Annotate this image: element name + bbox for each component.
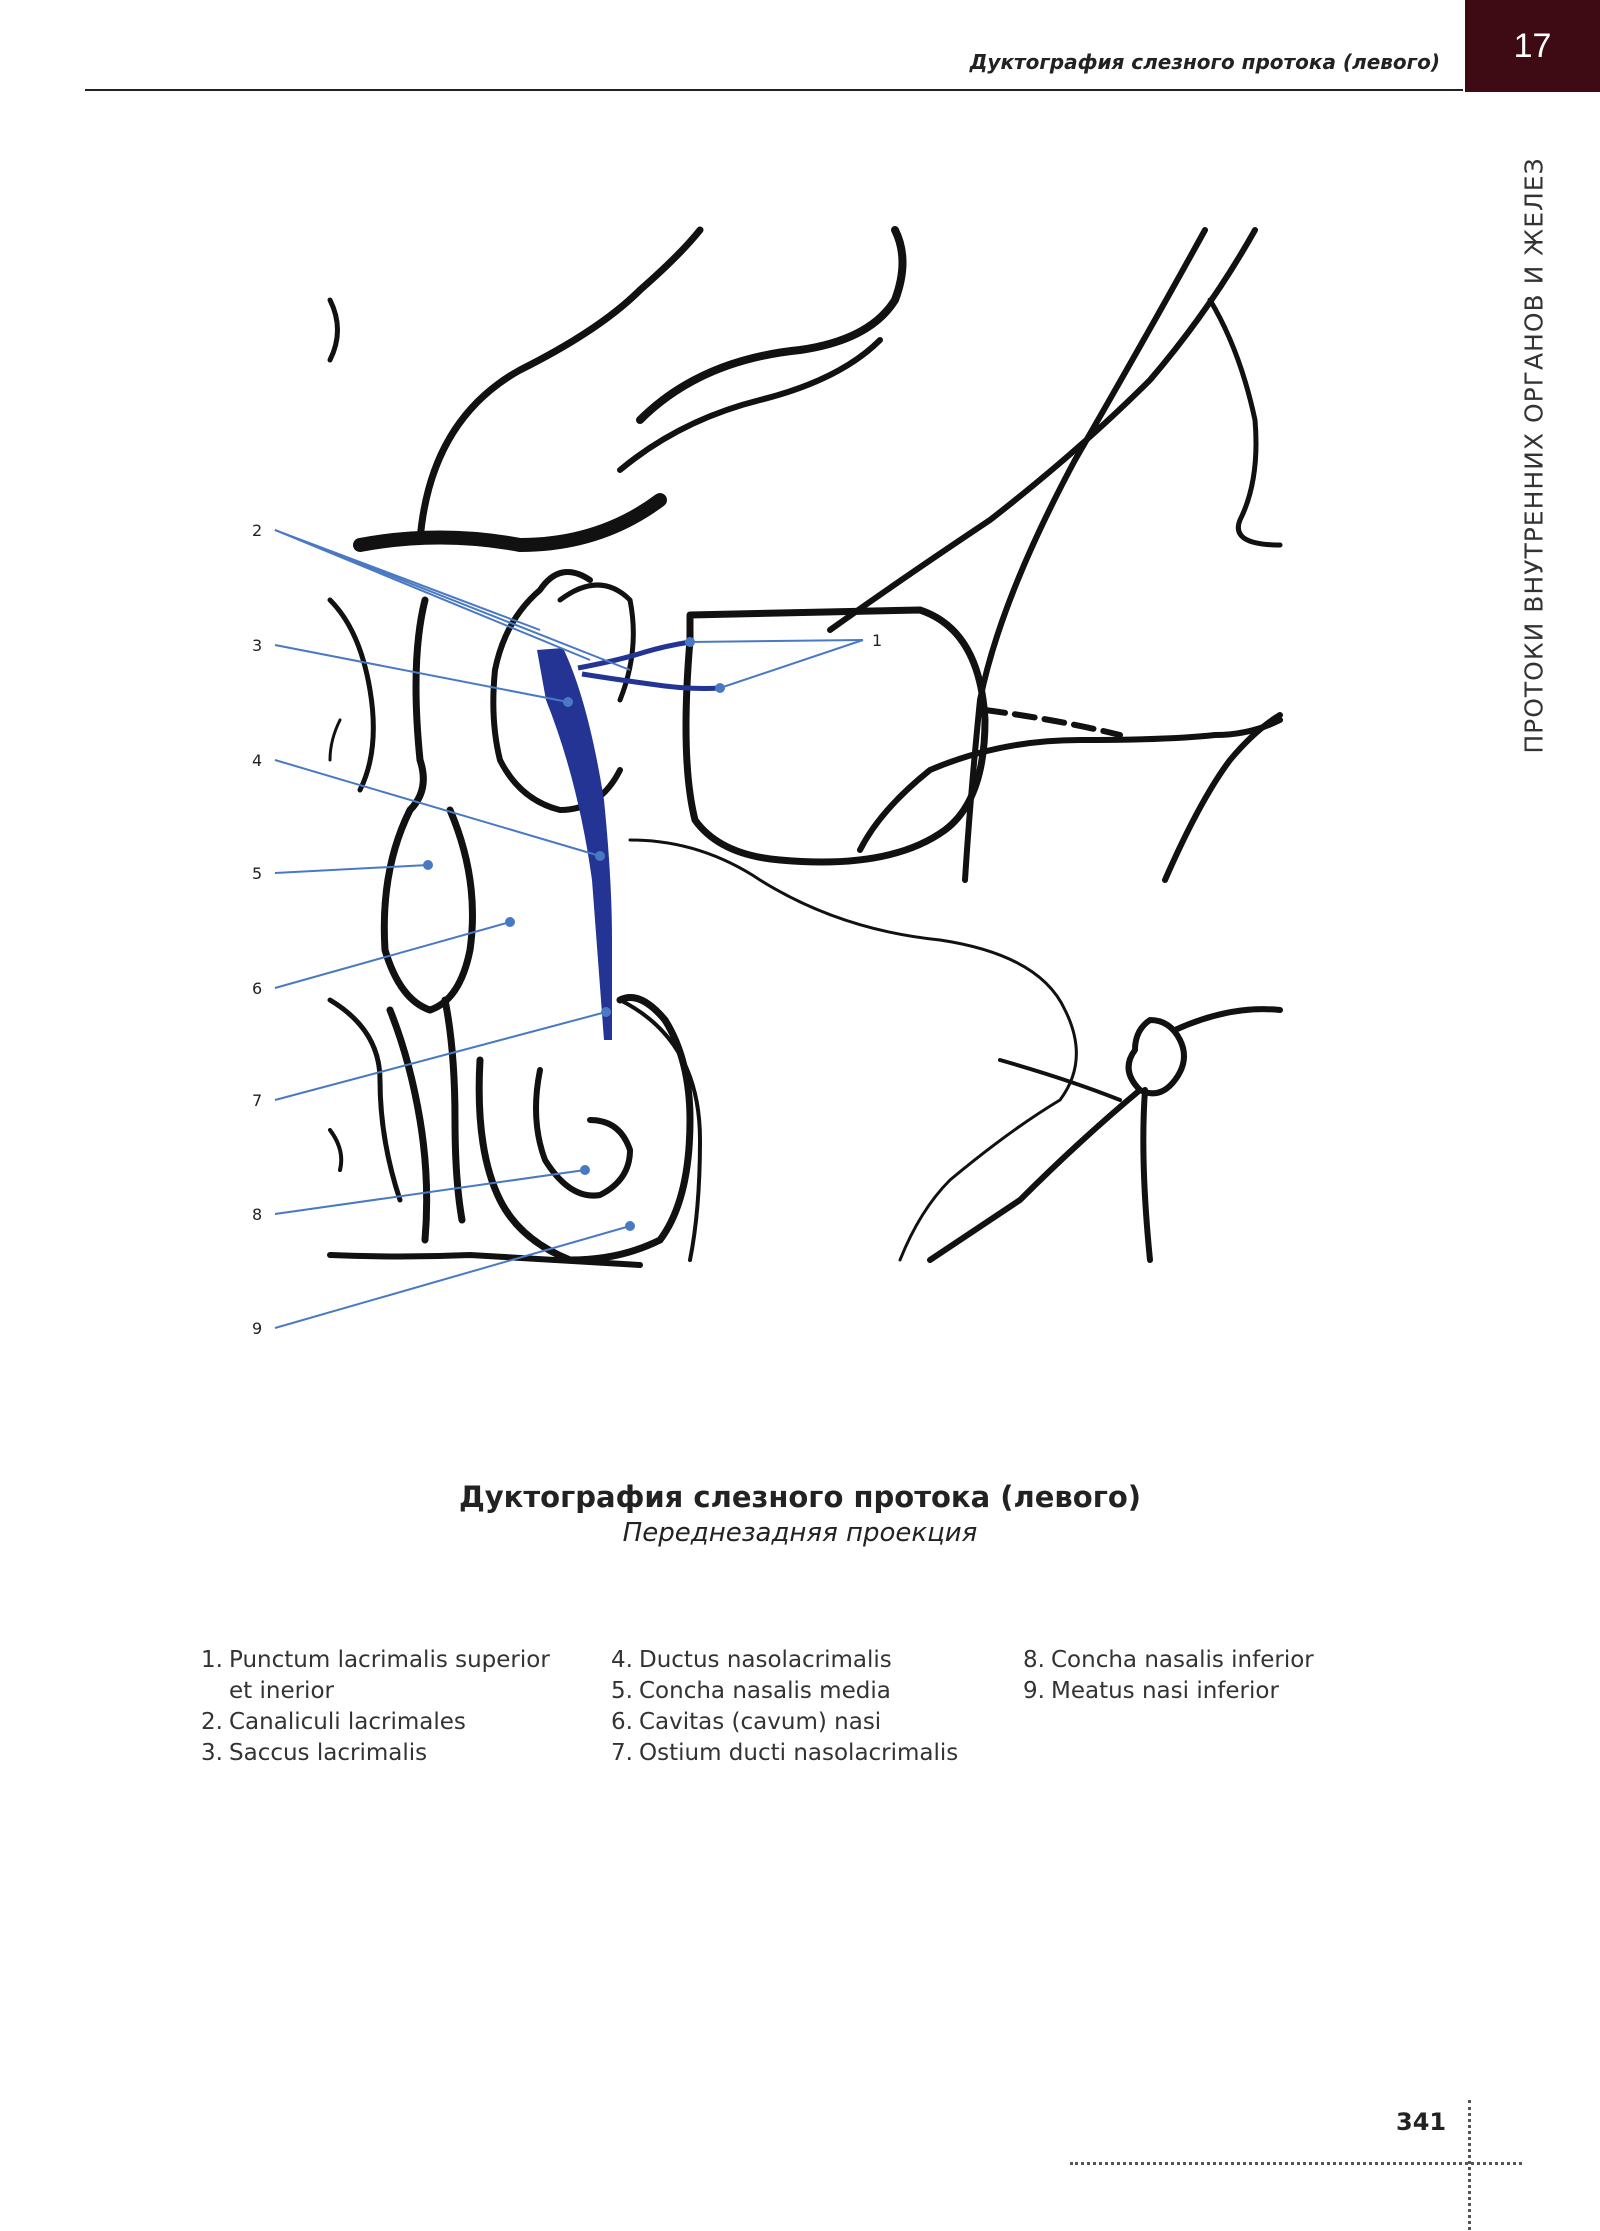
- running-title: Дуктография слезного протока (левого): [969, 50, 1440, 74]
- legend-item: 6.Cavitas (cavum) nasi: [611, 1709, 882, 1735]
- legend-item: 3.Saccus lacrimalis: [201, 1740, 428, 1766]
- legend-item: 1.Punctum lacrimalis superior et inerior: [201, 1647, 550, 1704]
- callout-2: 2: [252, 521, 262, 540]
- legend-item: 8.Concha nasalis inferior: [1023, 1647, 1314, 1673]
- legend-item: 2.Canaliculi lacrimales: [201, 1709, 466, 1735]
- figure-caption: Дуктография слезного протока (левого) Пе…: [300, 1480, 1300, 1548]
- callout-8: 8: [252, 1205, 262, 1224]
- legend-item: 4.Ductus nasolacrimalis: [611, 1647, 892, 1673]
- legend-column-2: 4.Ductus nasolacrimalis 5.Concha nasalis…: [605, 1645, 1005, 1769]
- lacrimal-duct-contrast: [537, 639, 721, 1040]
- caption-subtitle: Переднезадняя проекция: [622, 1518, 978, 1548]
- callout-numbers: 1 2 3 4 5 6 7 8 9: [252, 521, 882, 1338]
- callout-9: 9: [252, 1319, 262, 1338]
- callout-lines: [274, 529, 864, 1329]
- legend-column-3: 8.Concha nasalis inferior 9.Meatus nasi …: [1017, 1645, 1377, 1707]
- legend-item: 9.Meatus nasi inferior: [1023, 1678, 1279, 1704]
- footer-dotted-rule: [1070, 2162, 1522, 2165]
- legend-column-1: 1.Punctum lacrimalis superior et inerior…: [195, 1645, 575, 1769]
- chapter-number-tab: 17: [1465, 0, 1600, 92]
- legend-item: 7.Ostium ducti nasolacrimalis: [611, 1740, 959, 1766]
- page-number: 341: [1396, 2108, 1447, 2136]
- callout-1: 1: [872, 631, 882, 650]
- callout-7: 7: [252, 1091, 262, 1110]
- footer-dotted-divider: [1468, 2100, 1471, 2230]
- anatomy-outline: [327, 226, 1283, 1268]
- header-rule: [85, 89, 1463, 91]
- legend-item: 5.Concha nasalis media: [611, 1678, 891, 1704]
- caption-title: Дуктография слезного протока (левого): [458, 1480, 1142, 1514]
- callout-3: 3: [252, 636, 262, 655]
- callout-6: 6: [252, 979, 262, 998]
- callout-5: 5: [252, 864, 262, 883]
- callout-4: 4: [252, 751, 262, 770]
